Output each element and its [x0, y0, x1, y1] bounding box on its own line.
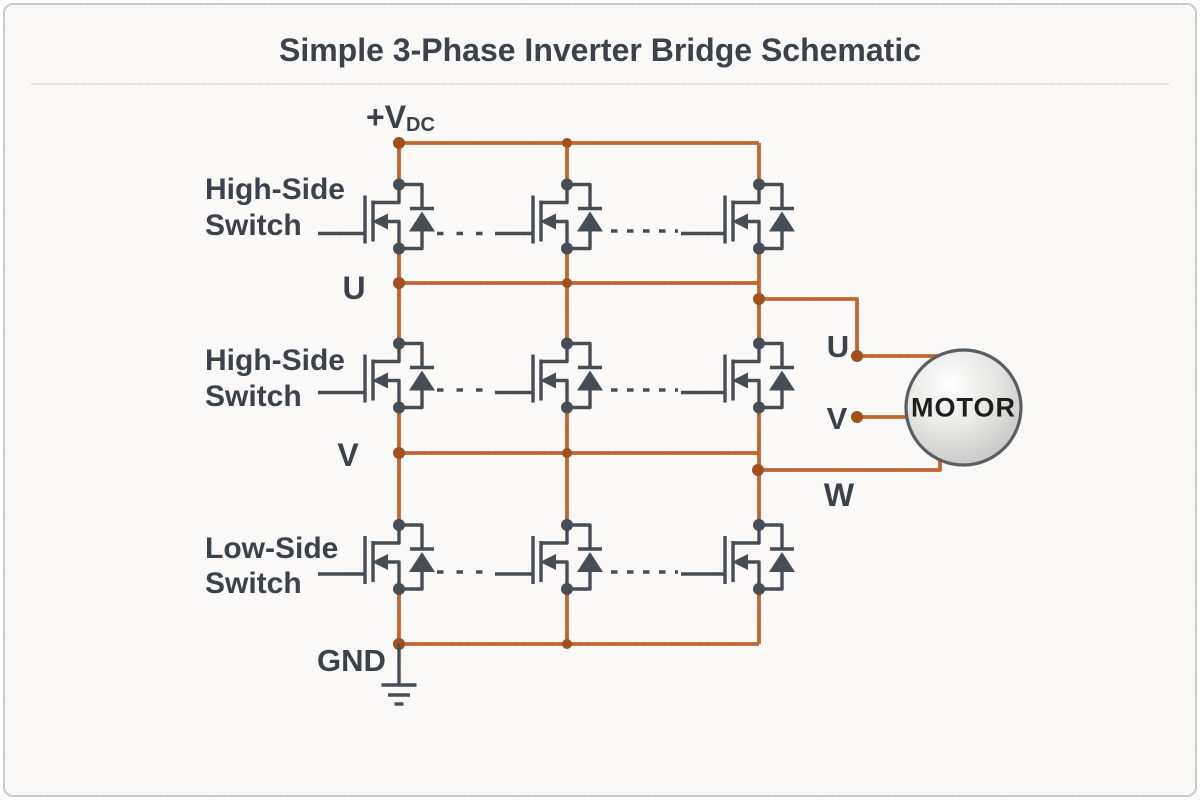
junction-dot [753, 293, 765, 305]
switch-matrix [363, 176, 797, 597]
phase-v-terminal-dot [851, 411, 863, 423]
mosfet-r3-c1 [363, 517, 437, 597]
junction-dot [393, 277, 405, 289]
row3-label-line2: Switch [205, 567, 302, 600]
mosfet-r3-c3 [723, 517, 797, 597]
wire-phase-u-lead [759, 297, 940, 358]
junction-dot [393, 447, 405, 459]
mosfet-r2-c3 [723, 335, 797, 416]
vdc-subscript: DC [406, 114, 435, 136]
gnd-label: GND [317, 643, 386, 678]
mosfet-r2-c1 [363, 335, 437, 416]
phase-u-label: U [827, 329, 849, 364]
junction-dot [851, 350, 863, 362]
motor-circle [904, 348, 1023, 467]
motor-label: MOTOR [911, 393, 1016, 423]
title-divider [31, 83, 1169, 85]
junction-dot [562, 639, 572, 649]
bus-v-label: V [337, 437, 359, 473]
mosfet-r1-c2 [531, 176, 605, 257]
junction-dots [393, 137, 863, 650]
junction-dot [562, 278, 572, 288]
mosfet-r1-c1 [363, 176, 437, 257]
dc-bus-wiring [397, 141, 942, 646]
junction-dot [562, 138, 572, 148]
row2-label-line2: Switch [205, 380, 302, 413]
vdc-label: +V [366, 99, 407, 135]
row3-label-line1: Low-Side [205, 532, 338, 565]
wire-phase-w-lead [758, 452, 942, 472]
motor: MOTOR [904, 348, 1023, 467]
mosfet-r2-c2 [531, 335, 605, 416]
bus-u-label: U [342, 270, 365, 306]
page-title: Simple 3-Phase Inverter Bridge Schematic [278, 32, 922, 68]
mosfet-r1-c3 [723, 176, 797, 257]
phase-v-label: V [827, 401, 848, 436]
gate-leads [318, 229, 725, 576]
row1-label-line2: Switch [205, 209, 302, 242]
ground-symbol [381, 644, 417, 706]
junction-dot [752, 464, 764, 476]
row1-label-line1: High-Side [205, 173, 345, 206]
schematic-labels: +V DC High-Side Switch High-Side Switch … [205, 99, 855, 678]
junction-dot [393, 137, 405, 149]
mosfet-r3-c2 [531, 517, 605, 597]
phase-w-label: W [824, 477, 855, 513]
row2-label-line1: High-Side [205, 344, 345, 377]
junction-dot [562, 448, 572, 458]
